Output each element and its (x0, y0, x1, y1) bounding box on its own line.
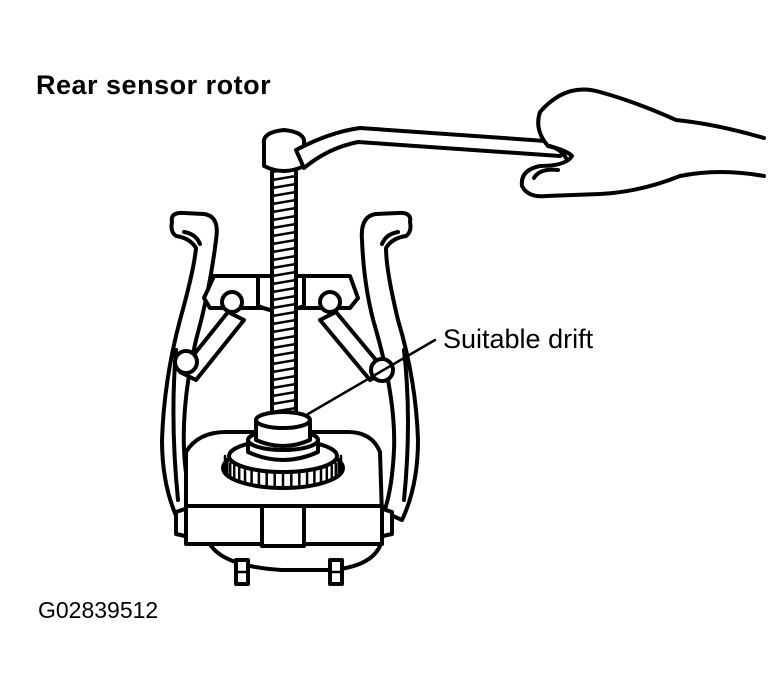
hub-flange (206, 538, 384, 586)
screw-thread (270, 382, 298, 390)
screw-thread (270, 246, 298, 254)
screw-thread (270, 366, 298, 374)
screw-thread (270, 398, 298, 406)
screw-thread (270, 374, 298, 382)
figure-id: G02839512 (38, 597, 159, 623)
screw-thread (270, 174, 298, 182)
screw-thread (270, 270, 298, 278)
screw-thread (270, 390, 298, 398)
screw-thread (270, 198, 298, 206)
screw-thread (270, 310, 298, 318)
screw-thread (270, 342, 298, 350)
screw-thread (270, 294, 298, 302)
forcing-screw (270, 156, 298, 430)
puller-arms (173, 310, 395, 383)
screw-thread (270, 230, 298, 238)
screw-thread (270, 190, 298, 198)
screw-thread (270, 326, 298, 334)
screw-thread (270, 286, 298, 294)
screw-thread (270, 254, 298, 262)
figure-title: Rear sensor rotor (36, 70, 272, 100)
callout-label: Suitable drift (443, 324, 594, 354)
screw-thread (270, 302, 298, 310)
screw-thread (270, 334, 298, 342)
screw-thread (270, 238, 298, 246)
screw-thread (270, 262, 298, 270)
screw-thread (270, 318, 298, 326)
screw-head-handle (261, 126, 569, 173)
screw-thread (270, 214, 298, 222)
screw-thread (270, 350, 298, 358)
suitable-drift (246, 410, 320, 462)
screw-thread (270, 278, 298, 286)
operator-hand (519, 87, 766, 199)
screw-thread (270, 222, 298, 230)
screw-thread (270, 358, 298, 366)
screw-thread (270, 182, 298, 190)
callout-leader-line (306, 338, 437, 416)
screw-thread (270, 206, 298, 214)
